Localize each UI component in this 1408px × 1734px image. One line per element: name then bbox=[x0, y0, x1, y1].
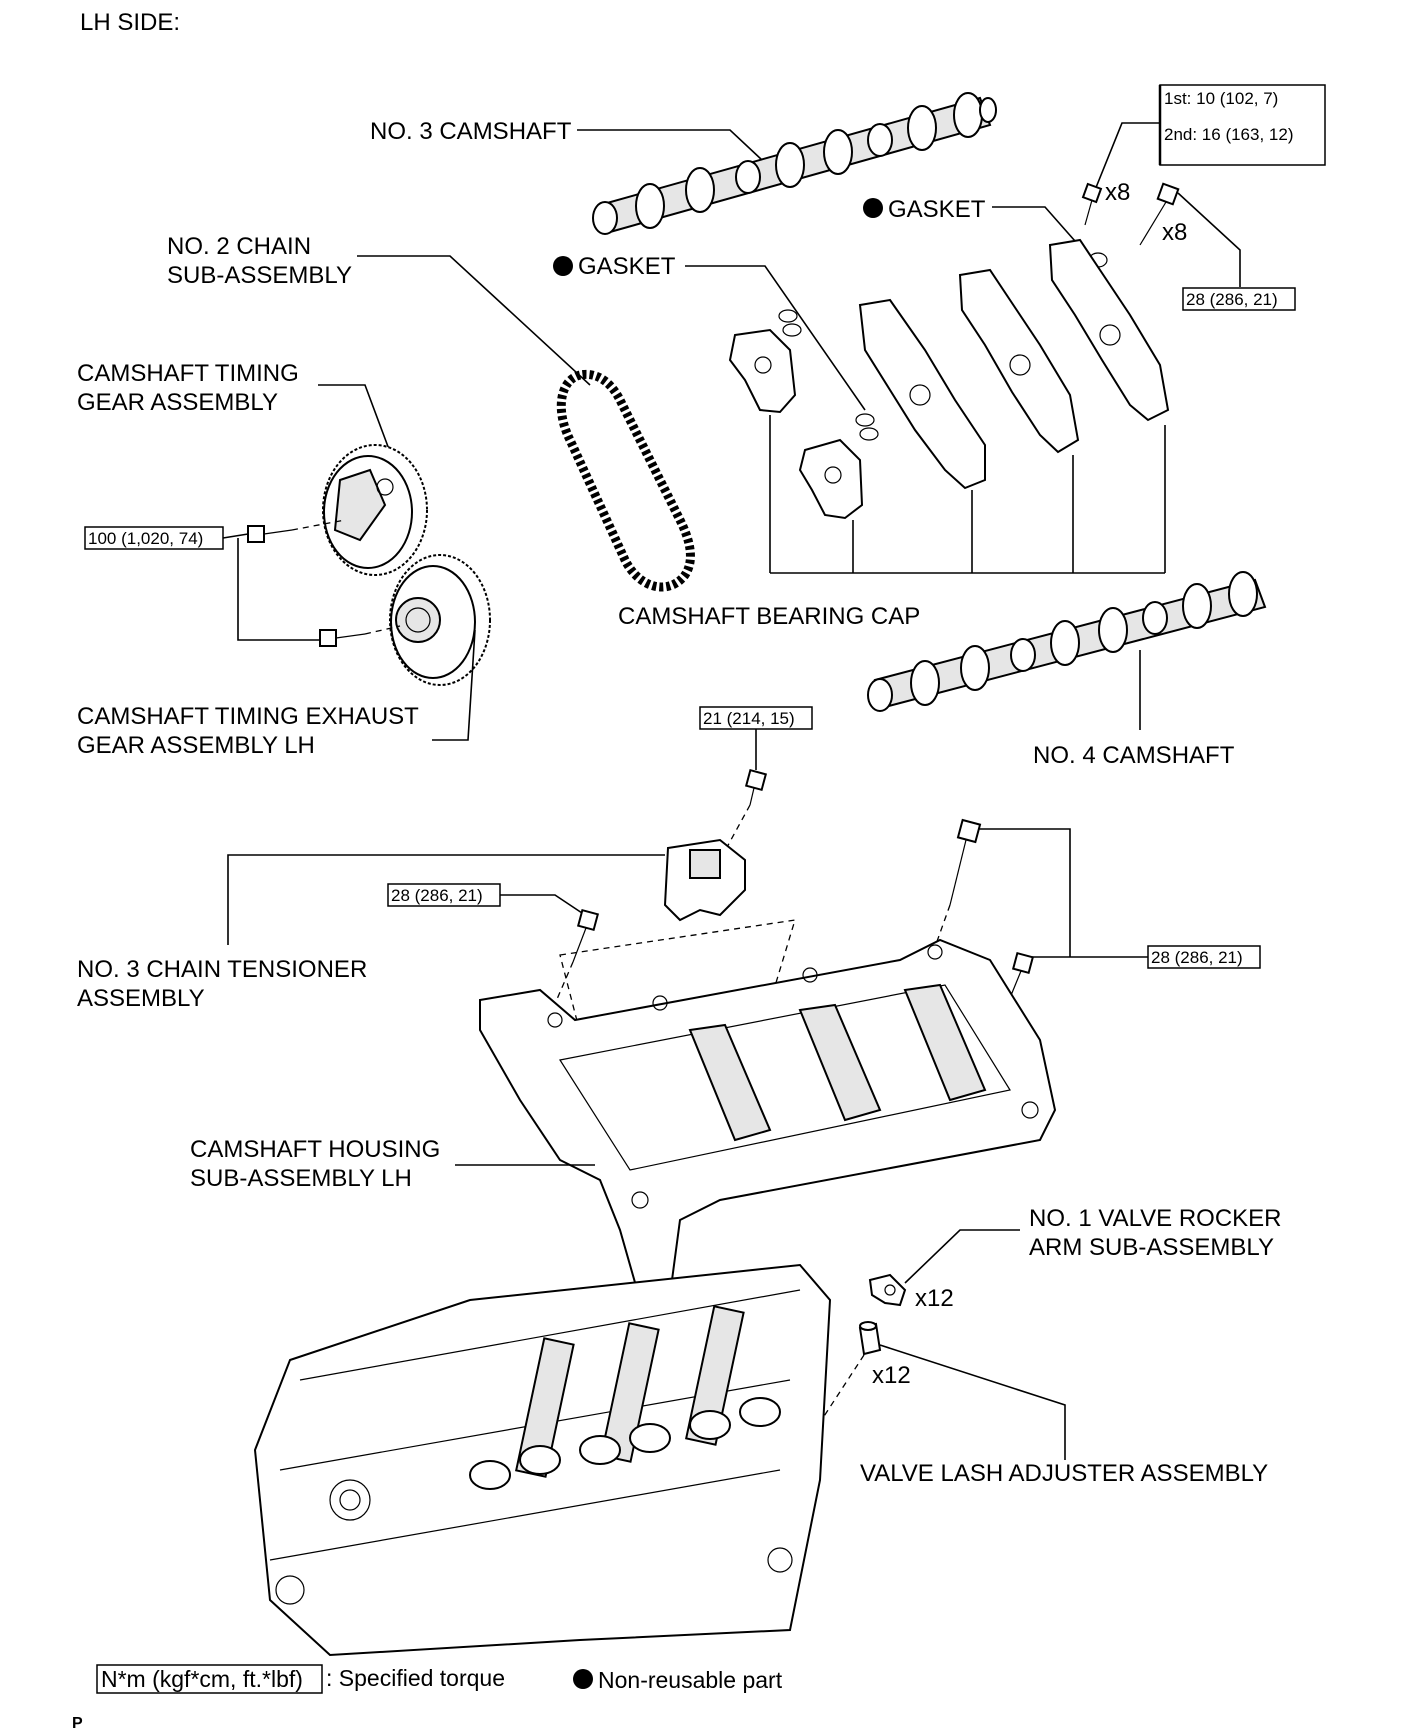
cap-bolt-torque-second: 2nd: 16 (163, 12) bbox=[1164, 125, 1293, 144]
long-bolt-torque: 28 (286, 21) bbox=[1186, 290, 1278, 309]
exhaust-gear-label-line1: CAMSHAFT TIMING EXHAUST bbox=[77, 703, 419, 730]
timing-chain-drawing bbox=[556, 369, 695, 592]
housing-bolt-torque-right: 28 (286, 21) bbox=[1151, 948, 1243, 967]
exhaust-gear-leader bbox=[432, 629, 476, 741]
long-bolt-leader bbox=[1177, 192, 1241, 287]
rocker-arm-label-line1: NO. 1 VALVE ROCKER bbox=[1029, 1205, 1282, 1232]
housing-bolt-leader-right-1 bbox=[978, 828, 1071, 957]
nonreusable-legend-icon bbox=[573, 1669, 593, 1689]
gasket-lower-leader bbox=[685, 265, 866, 411]
lash-adjuster-icon bbox=[858, 1321, 882, 1356]
no4-camshaft-drawing bbox=[867, 571, 1267, 712]
nonreusable-marker-icon bbox=[863, 198, 883, 218]
bearing-cap-label: CAMSHAFT BEARING CAP bbox=[618, 603, 920, 630]
exhaust-gear-label-line2: GEAR ASSEMBLY LH bbox=[77, 732, 315, 759]
housing-bolt-icon bbox=[572, 908, 600, 963]
gasket-rings-icon bbox=[778, 309, 879, 441]
timing-gear-label-line1: CAMSHAFT TIMING bbox=[77, 360, 299, 387]
lash-adjuster-label: VALVE LASH ADJUSTER ASSEMBLY bbox=[860, 1460, 1268, 1487]
cap-bolt-leader bbox=[1094, 122, 1160, 191]
tensioner-bolt-torque: 21 (214, 15) bbox=[703, 709, 795, 728]
gear-bolt-icon bbox=[319, 629, 366, 647]
housing-bolt-icon bbox=[949, 818, 982, 906]
long-bolt-icon bbox=[1139, 182, 1180, 246]
timing-gear-label-line2: GEAR ASSEMBLY bbox=[77, 389, 278, 416]
gear-bolt-leader-2 bbox=[237, 538, 320, 641]
bearing-caps-drawing bbox=[728, 238, 1170, 520]
cylinder-head-drawing bbox=[253, 1263, 832, 1657]
rocker-arm-qty: x12 bbox=[915, 1285, 954, 1312]
housing-label-line2: SUB-ASSEMBLY LH bbox=[190, 1165, 412, 1192]
gear-bolt-torque: 100 (1,020, 74) bbox=[88, 529, 203, 548]
no2-chain-leader bbox=[357, 255, 591, 386]
no2-chain-label-line1: NO. 2 CHAIN bbox=[167, 233, 311, 260]
housing-bolt-torque-box-right bbox=[1147, 945, 1261, 969]
cap-bolt-qty: x8 bbox=[1105, 179, 1130, 206]
tensioner-label-line2: ASSEMBLY bbox=[77, 985, 205, 1012]
gear-bolt-leader bbox=[222, 533, 249, 539]
tensioner-bolt-icon bbox=[744, 768, 768, 806]
timing-gear-leader bbox=[318, 384, 394, 461]
no3-camshaft-leader bbox=[577, 129, 763, 161]
tensioner-leader bbox=[227, 854, 665, 945]
torque-legend-desc: : Specified torque bbox=[326, 1665, 505, 1691]
long-bolt-torque-box bbox=[1182, 287, 1296, 311]
gear-bolt-icon bbox=[247, 525, 293, 543]
long-bolt-qty: x8 bbox=[1162, 219, 1187, 246]
footer-code: P bbox=[72, 1715, 83, 1732]
gasket-upper-label: GASKET bbox=[888, 196, 986, 223]
camshaft-housing-drawing bbox=[479, 938, 1057, 1302]
rocker-arm-icon bbox=[868, 1273, 907, 1307]
nonreusable-legend-desc: Non-reusable part bbox=[598, 1667, 783, 1693]
lash-adjuster-qty: x12 bbox=[872, 1362, 911, 1389]
nonreusable-marker-icon bbox=[553, 256, 573, 276]
cap-bolt-icon bbox=[1081, 182, 1103, 226]
torque-legend-unit: N*m (kgf*cm, ft.*lbf) bbox=[101, 1666, 303, 1692]
page-title: LH SIDE: bbox=[80, 9, 180, 36]
cap-bolt-torque-first: 1st: 10 (102, 7) bbox=[1164, 89, 1278, 108]
tensioner-label-line1: NO. 3 CHAIN TENSIONER bbox=[77, 956, 367, 983]
housing-label-line1: CAMSHAFT HOUSING bbox=[190, 1136, 440, 1163]
housing-bolt-leader-left bbox=[500, 894, 586, 916]
no3-camshaft-drawing bbox=[592, 92, 997, 235]
no2-chain-label-line2: SUB-ASSEMBLY bbox=[167, 262, 352, 289]
rocker-arm-label-line2: ARM SUB-ASSEMBLY bbox=[1029, 1234, 1274, 1261]
housing-bolt-torque-left: 28 (286, 21) bbox=[391, 886, 483, 905]
torque-legend-box bbox=[96, 1664, 323, 1694]
no3-camshaft-label: NO. 3 CAMSHAFT bbox=[370, 118, 572, 145]
gasket-lower-label: GASKET bbox=[578, 253, 676, 280]
rocker-arm-leader bbox=[904, 1229, 1020, 1284]
lash-adjuster-leader bbox=[879, 1344, 1066, 1460]
chain-tensioner-drawing bbox=[663, 838, 746, 922]
no4-camshaft-label: NO. 4 CAMSHAFT bbox=[1033, 742, 1235, 769]
camshaft-timing-gear-drawing bbox=[322, 444, 428, 576]
cap-bolt-torque-box bbox=[1159, 84, 1326, 166]
exhaust-timing-gear-drawing bbox=[389, 554, 491, 686]
